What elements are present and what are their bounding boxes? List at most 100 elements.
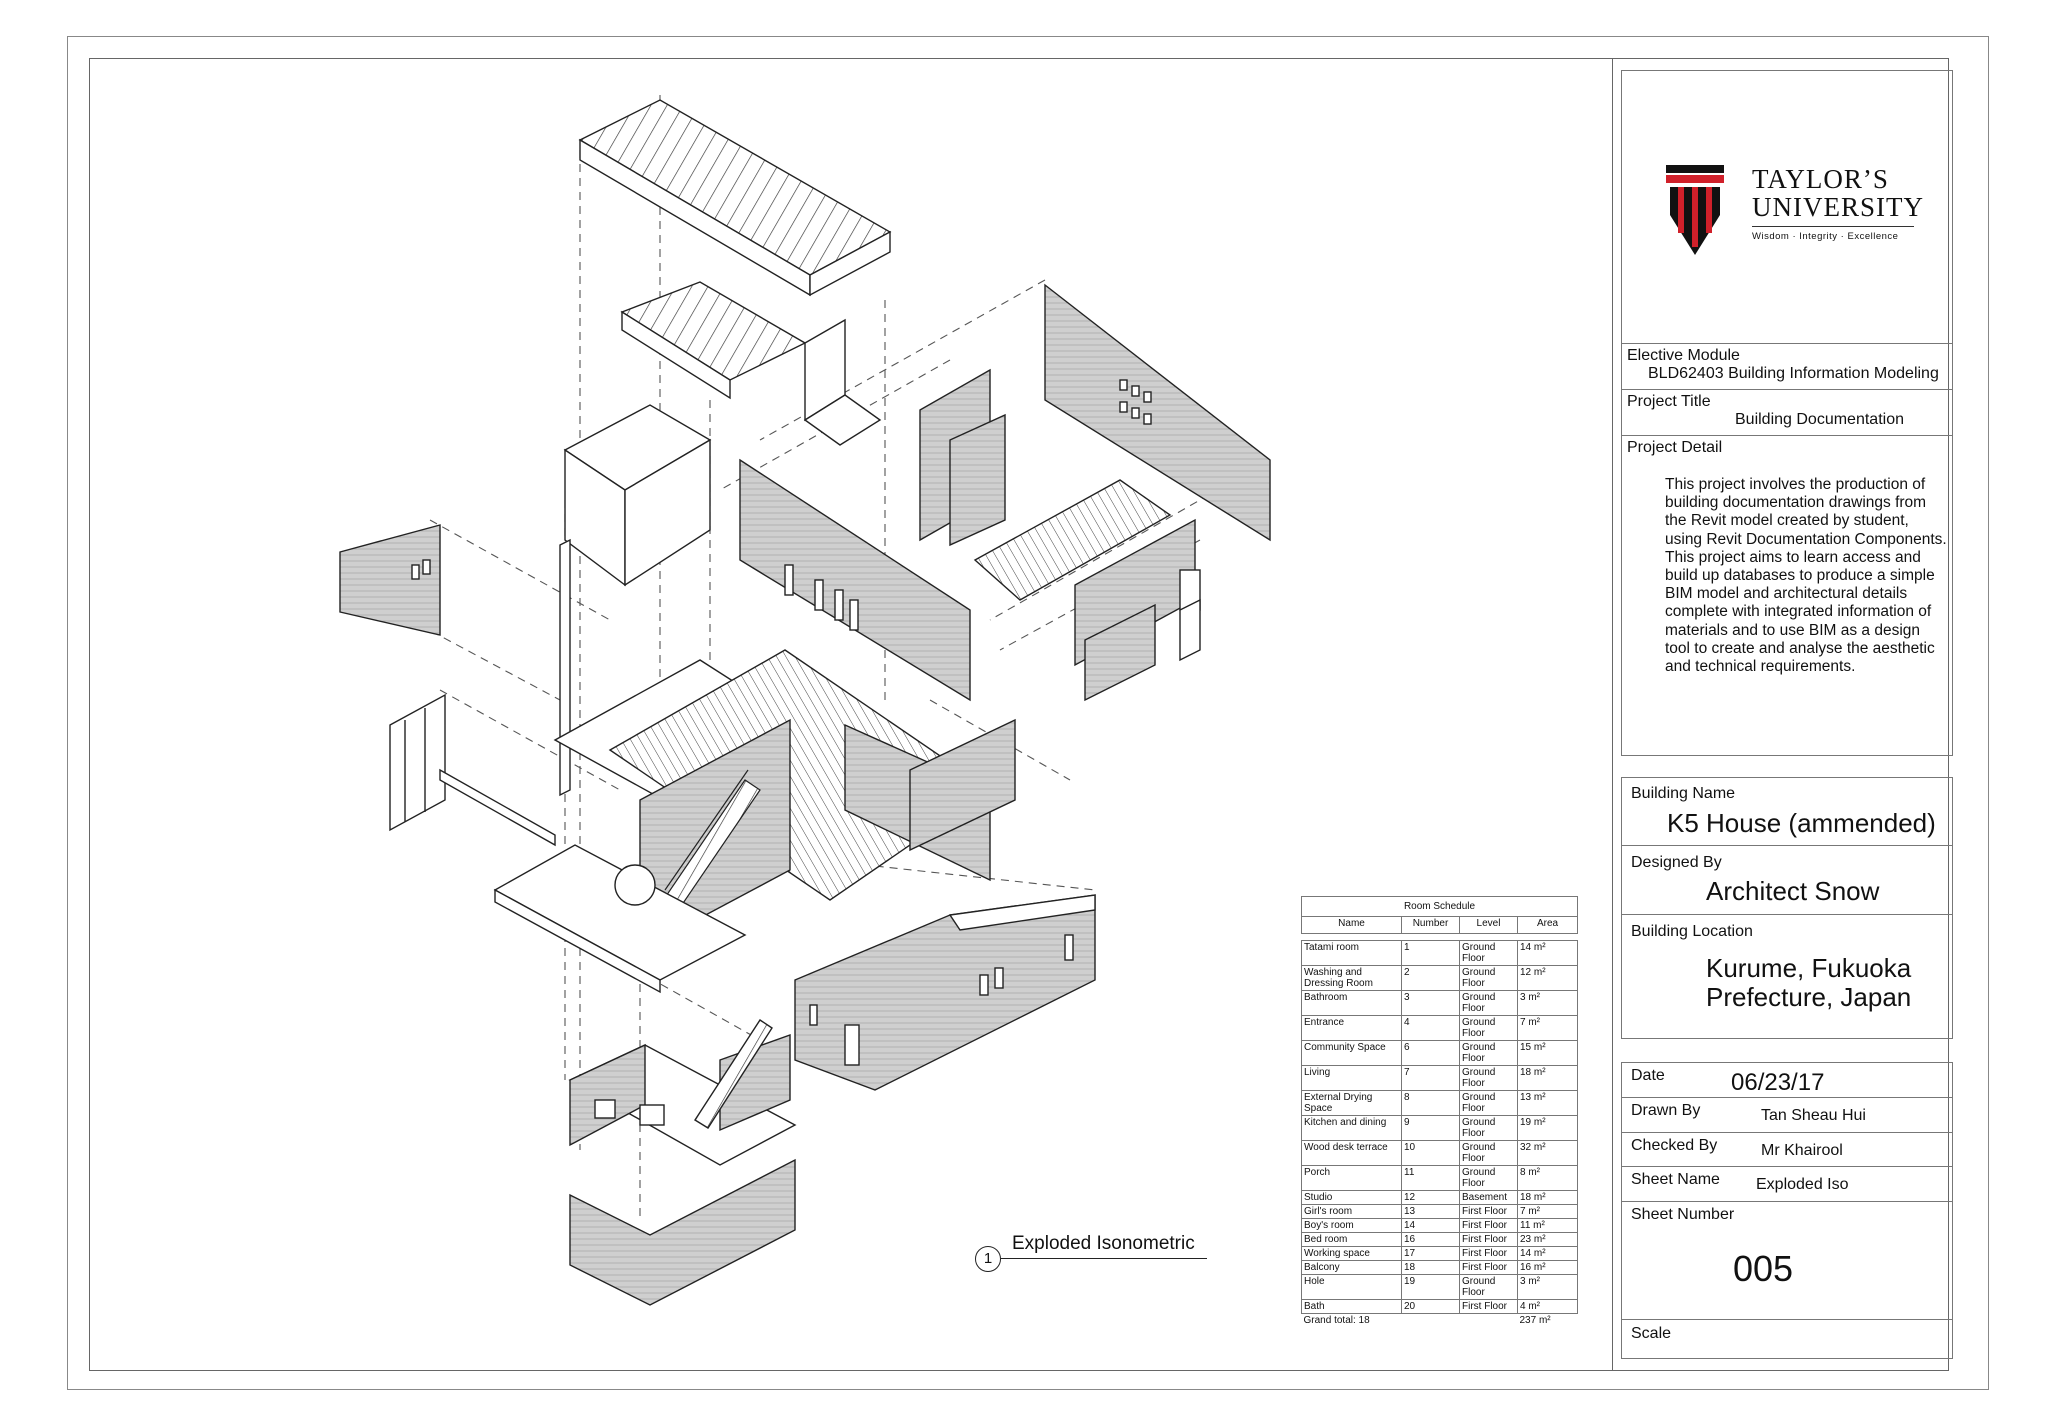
room-number-cell: 19 (1401, 1274, 1460, 1300)
room-number-cell: 8 (1401, 1090, 1460, 1116)
room-name-cell: Boy's room (1301, 1218, 1402, 1233)
room-area-cell: 18 m² (1516, 1190, 1579, 1205)
elective-module-value: BLD62403 Building Information Modeling (1648, 365, 1939, 382)
room-name-cell: Hole (1301, 1274, 1402, 1300)
room-level-cell: Ground Floor (1459, 1065, 1518, 1091)
divider (1621, 845, 1953, 846)
building-location-label: Building Location (1631, 923, 1753, 940)
building-location-line1: Kurume, Fukuoka (1706, 953, 1912, 983)
building-location-line2: Prefecture, Japan (1706, 982, 1912, 1012)
sheet-name-value: Exploded Iso (1756, 1176, 1849, 1193)
room-name-cell: Balcony (1301, 1260, 1402, 1275)
project-title-value: Building Documentation (1735, 411, 1904, 428)
drawn-by-label: Drawn By (1631, 1102, 1701, 1119)
logo-tagline: Wisdom · Integrity · Excellence (1752, 231, 1899, 242)
checked-by-label: Checked By (1631, 1137, 1718, 1154)
room-level-cell: Ground Floor (1459, 990, 1518, 1016)
designed-by-value: Architect Snow (1706, 876, 1880, 906)
room-number-cell: 2 (1401, 965, 1460, 991)
room-number-cell: 18 (1401, 1260, 1460, 1275)
room-level-cell: First Floor (1459, 1218, 1518, 1233)
drawn-by-value: Tan Sheau Hui (1761, 1107, 1866, 1124)
room-name-cell: Wood desk terrace (1301, 1140, 1402, 1166)
logo-rule (1752, 226, 1914, 227)
schedule-header-level: Level (1459, 916, 1518, 934)
divider (1621, 914, 1953, 915)
project-detail-label: Project Detail (1627, 439, 1723, 456)
room-area-cell: 32 m² (1516, 1140, 1579, 1166)
sheet-name-label: Sheet Name (1631, 1171, 1720, 1188)
room-number-cell: 14 (1401, 1218, 1460, 1233)
date-value: 06/23/17 (1731, 1069, 1825, 1096)
room-level-cell: Ground Floor (1459, 965, 1518, 991)
room-level-cell: First Floor (1459, 1232, 1518, 1247)
room-level-cell: First Floor (1459, 1204, 1518, 1219)
checked-by-value: Mr Khairool (1761, 1142, 1843, 1159)
schedule-header-name: Name (1301, 916, 1402, 934)
room-area-cell: 23 m² (1516, 1232, 1579, 1247)
room-level-cell: Basement (1459, 1190, 1518, 1205)
room-number-cell: 11 (1401, 1165, 1460, 1191)
room-area-cell: 4 m² (1516, 1299, 1579, 1314)
room-area-cell: 14 m² (1516, 940, 1579, 966)
room-number-cell: 10 (1401, 1140, 1460, 1166)
room-level-cell: Ground Floor (1459, 1040, 1518, 1066)
sheet-number-label: Sheet Number (1631, 1206, 1735, 1223)
room-name-cell: Bath (1301, 1299, 1402, 1314)
room-level-cell: Ground Floor (1459, 1115, 1518, 1141)
room-area-cell: 19 m² (1516, 1115, 1579, 1141)
sheet-inner-border (89, 58, 1949, 1371)
schedule-header-area: Area (1516, 916, 1579, 934)
divider (1621, 1201, 1953, 1202)
project-info-panel (1621, 70, 1953, 756)
elective-module-label: Elective Module (1627, 347, 1740, 364)
room-name-cell: Girl's room (1301, 1204, 1402, 1219)
logo-name-line1: TAYLOR’S (1752, 164, 1889, 194)
divider (1621, 435, 1953, 436)
room-name-cell: Bathroom (1301, 990, 1402, 1016)
room-schedule: Room Schedule Name Number Level Area Tat… (1300, 896, 1579, 1327)
view-title-underline (1001, 1258, 1207, 1259)
room-area-cell: 14 m² (1516, 1246, 1579, 1261)
room-area-cell: 16 m² (1516, 1260, 1579, 1275)
room-level-cell: First Floor (1459, 1260, 1518, 1275)
room-area-cell: 8 m² (1516, 1165, 1579, 1191)
room-name-cell: Living (1301, 1065, 1402, 1091)
room-level-cell: First Floor (1459, 1246, 1518, 1261)
divider (1621, 343, 1953, 344)
room-name-cell: Bed room (1301, 1232, 1402, 1247)
room-number-cell: 1 (1401, 940, 1460, 966)
divider (1621, 389, 1953, 390)
divider (1621, 1132, 1953, 1133)
sheet-info-panel (1621, 1062, 1953, 1359)
room-name-cell: Kitchen and dining (1301, 1115, 1402, 1141)
room-number-cell: 16 (1401, 1232, 1460, 1247)
room-level-cell: Ground Floor (1459, 1140, 1518, 1166)
room-number-cell: 6 (1401, 1040, 1460, 1066)
room-level-cell: Ground Floor (1459, 1015, 1518, 1041)
building-name-label: Building Name (1631, 785, 1736, 802)
room-area-cell: 15 m² (1516, 1040, 1579, 1066)
room-level-cell: First Floor (1459, 1299, 1518, 1314)
room-name-cell: Porch (1301, 1165, 1402, 1191)
room-area-cell: 3 m² (1516, 1274, 1579, 1300)
room-area-cell: 7 m² (1516, 1204, 1579, 1219)
designed-by-label: Designed By (1631, 854, 1722, 871)
logo-name-line2: UNIVERSITY (1752, 192, 1924, 222)
sheet-number-value: 005 (1733, 1248, 1794, 1289)
room-number-cell: 13 (1401, 1204, 1460, 1219)
